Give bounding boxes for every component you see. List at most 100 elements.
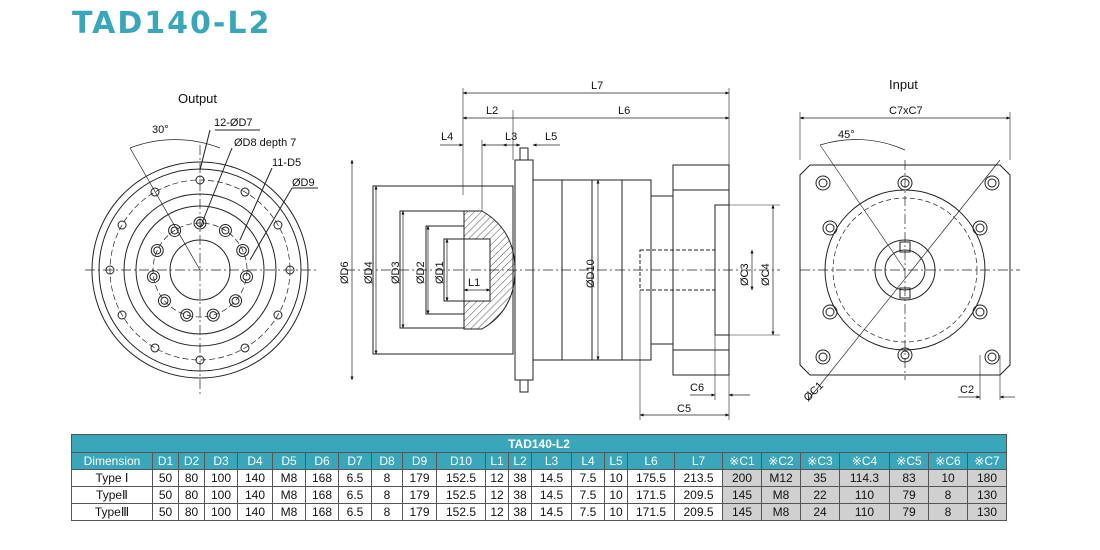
outer-bolt-hole (117, 220, 127, 230)
inner-bolt-hole (206, 308, 220, 322)
inner-bolt-hole (180, 308, 194, 322)
table-cell: 7.5 (571, 486, 605, 504)
table-cell: 140 (237, 469, 273, 487)
table-cell: 145 (722, 486, 762, 504)
input-bolt-hole-inner (900, 350, 910, 360)
table-header-cell: L5 (604, 452, 628, 470)
table-cell: 6.5 (338, 503, 372, 521)
label-d9: ØD9 (292, 177, 315, 189)
label-d6: ØD6 (339, 261, 351, 284)
label-d3: ØD3 (390, 261, 402, 284)
inner-bolt-hole-inner (182, 311, 191, 320)
outer-bolt-hole (117, 310, 127, 320)
input-bolt-hole (897, 347, 913, 363)
table-header-cell: D2 (178, 452, 205, 470)
inner-bolt-hole-inner (153, 246, 162, 255)
side-view: L7 L2 L6 L4 L3 L5 L1 C5 C6 ØD6 ØD4 ØD3 Ø… (339, 80, 780, 420)
label-l4: L4 (441, 131, 453, 143)
table-cell: 168 (305, 469, 339, 487)
label-c4: ØC4 (760, 263, 772, 286)
label-l1: L1 (468, 277, 480, 289)
table-cell: 179 (402, 503, 437, 521)
table-cell: 200 (722, 469, 762, 487)
table-cell: 130 (967, 503, 1007, 521)
inner-bolt-hole (146, 270, 160, 284)
input-bolt-hole-inner (975, 223, 985, 233)
label-l6: L6 (618, 105, 630, 117)
table-cell: 14.5 (531, 503, 572, 521)
input-bolt-hole-inner (825, 223, 835, 233)
table-cell: M8 (761, 486, 801, 504)
table-cell: 79 (889, 503, 929, 521)
table-header-cell: D6 (305, 452, 339, 470)
table-cell: 175.5 (627, 469, 675, 487)
table-caption: TAD140-L2 (71, 434, 1007, 453)
table-cell: 8 (928, 486, 968, 504)
table-cell: M8 (272, 503, 306, 521)
table-cell: M8 (272, 486, 306, 504)
label-d1: ØD1 (434, 261, 446, 284)
input-bolt-hole (822, 304, 838, 320)
table-cell: 8 (928, 503, 968, 521)
outer-bolt-hole (150, 187, 160, 197)
label-l5: L5 (545, 131, 557, 143)
table-header-cell: D9 (402, 452, 437, 470)
table-cell: 80 (178, 469, 205, 487)
table-cell: 38 (508, 503, 532, 521)
inner-bolt-hole (150, 243, 164, 257)
inner-bolt-hole-inner (149, 272, 158, 281)
label-d8: ØD8 depth 7 (234, 137, 296, 149)
table-cell: 171.5 (627, 503, 675, 521)
table-cell: 8 (371, 486, 403, 504)
table-header-cell: L1 (485, 452, 509, 470)
table-cell: 7.5 (571, 503, 605, 521)
table-cell: 213.5 (674, 469, 723, 487)
table-cell: 209.5 (674, 503, 723, 521)
inner-bolt-hole-inner (170, 226, 179, 235)
outer-bolt-hole (195, 355, 205, 365)
table-cell: 140 (237, 503, 273, 521)
table-cell: 209.5 (674, 486, 723, 504)
table-cell: 130 (967, 486, 1007, 504)
outer-bolt-holes (105, 175, 295, 365)
table-header-cell: L4 (571, 452, 605, 470)
outer-bolt-hole (240, 187, 250, 197)
label-l7: L7 (591, 80, 603, 92)
table-cell: 50 (152, 469, 179, 487)
table-cell: 83 (889, 469, 929, 487)
table-header-cell: D8 (371, 452, 403, 470)
table-cell: 114.3 (839, 469, 890, 487)
table-header-cell: D7 (338, 452, 372, 470)
table-cell: M8 (761, 503, 801, 521)
label-c2: C2 (960, 384, 974, 396)
table-cell: 80 (178, 503, 205, 521)
label-c3: ØC3 (739, 263, 751, 286)
table-cell: 14.5 (531, 486, 572, 504)
table-cell: 180 (967, 469, 1007, 487)
inner-bolt-holes (146, 216, 254, 322)
inner-bolt-hole-inner (160, 296, 169, 305)
inner-bolt-hole-inner (209, 311, 218, 320)
table-cell: 12 (485, 503, 509, 521)
table-cell: 79 (889, 486, 929, 504)
inner-bolt-hole-inner (238, 246, 247, 255)
input-bolt-hole-inner (818, 178, 828, 188)
input-view: Input C7xC7 45° ØC1 C2 (799, 77, 1020, 404)
outer-bolt-hole (150, 343, 160, 353)
input-bolt-hole-inner (975, 307, 985, 317)
label-c7: C7xC7 (889, 105, 923, 117)
input-bolt-hole-inner (818, 352, 828, 362)
table-cell: 6.5 (338, 486, 372, 504)
table-cell: 38 (508, 469, 532, 487)
table-cell: M12 (761, 469, 801, 487)
table-header-cell: D3 (204, 452, 238, 470)
table-cell: 10 (604, 503, 628, 521)
table-cell: 110 (839, 503, 890, 521)
outer-bolt-hole (273, 310, 283, 320)
table-header-cell: ※C3 (800, 452, 840, 470)
